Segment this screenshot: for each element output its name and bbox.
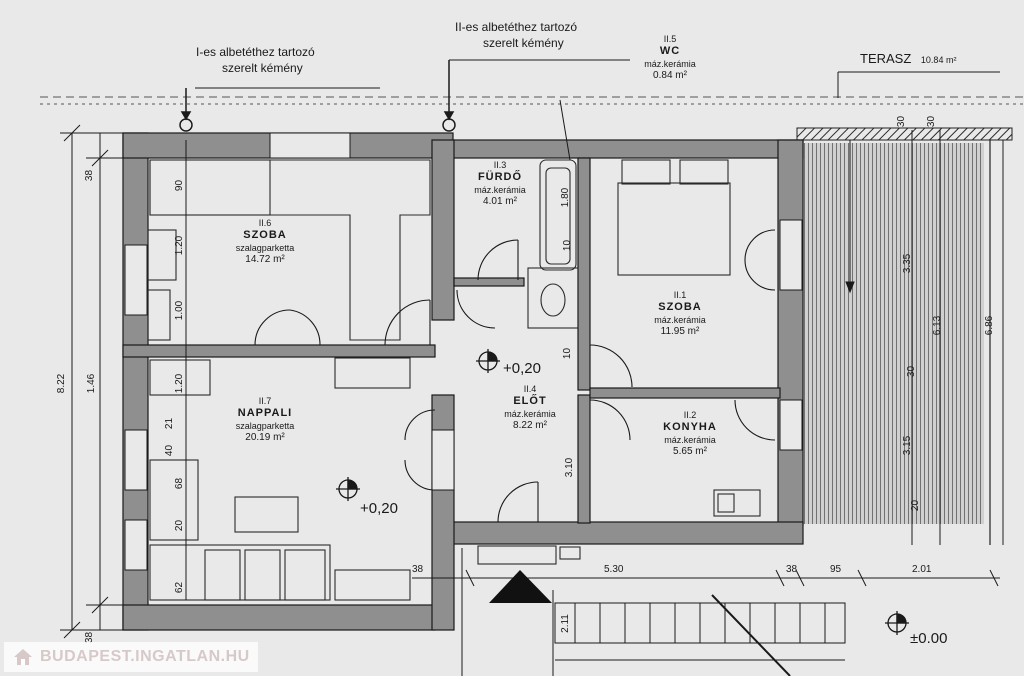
entrance-arrow <box>489 570 552 603</box>
dim-seg-21: 21 <box>164 417 176 430</box>
room-label-wc: II.5 WC máz.kerámia 0.84 m² <box>625 34 715 83</box>
chimneys <box>179 60 456 132</box>
dim-terrace-30a: 30 <box>896 115 908 128</box>
room-material: szalagparketta <box>235 243 295 253</box>
terrace-area: 10.84 m² <box>920 55 957 65</box>
watermark-text: BUDAPEST.INGATLAN.HU <box>40 648 250 665</box>
reference-lines <box>40 96 1024 105</box>
dim-bottom-201: 2.01 <box>912 564 932 575</box>
room-code: II.6 <box>258 218 272 228</box>
terrace-label: TERASZ 10.84 m² <box>860 50 956 68</box>
room-material: máz.kerámia <box>664 435 716 445</box>
dim-seg-100: 1.00 <box>174 300 186 321</box>
dim-bath-10: 10 <box>562 239 574 252</box>
room-name: NAPPALI <box>237 407 293 420</box>
room-area: 8.22 m² <box>513 420 547 432</box>
room-material: máz.kerámia <box>644 59 696 69</box>
room-code: II.4 <box>523 384 537 394</box>
doors <box>254 229 776 523</box>
room-area: 20.19 m² <box>245 432 285 444</box>
terrace-rail-top <box>796 127 1013 141</box>
windows <box>124 132 803 571</box>
dim-bottom-95: 95 <box>830 564 842 575</box>
dim-left-total: 8.22 <box>56 373 68 394</box>
room-name: KONYHA <box>663 421 717 434</box>
room-material: máz.kerámia <box>474 185 526 195</box>
room-code: II.7 <box>258 396 272 406</box>
room-area: 4.01 m² <box>483 196 517 208</box>
level-living: +0,20 <box>360 500 398 517</box>
room-area: 0.84 m² <box>653 70 687 82</box>
terrace-name: TERASZ <box>860 51 912 66</box>
walls <box>122 132 804 631</box>
chimney-1-line2: szerelt kémény <box>222 61 303 76</box>
furniture <box>147 159 761 601</box>
dim-terrace-20: 20 <box>910 499 922 512</box>
chimney-1-line1: I-es albetéthez tartozó <box>196 45 315 59</box>
dim-terrace-315: 3.15 <box>902 435 914 456</box>
room-label-furdo: II.3 FÜRDŐ máz.kerámia 4.01 m² <box>455 160 545 209</box>
dim-seg-120b: 1.20 <box>174 373 186 394</box>
dim-seg-62: 62 <box>174 581 186 594</box>
level-ground: ±0.00 <box>910 630 948 647</box>
chimney-2-line1: II-es albetéthez tartozó <box>455 20 578 34</box>
room-code: II.5 <box>663 34 677 44</box>
room-name: SZOBA <box>243 229 287 242</box>
staircase <box>461 548 846 676</box>
room-name: FÜRDŐ <box>477 171 523 184</box>
dim-hall-10: 10 <box>562 347 574 360</box>
room-label-szoba-ii1: II.1 SZOBA máz.kerámia 11.95 m² <box>630 290 730 339</box>
chimney-2-note: II-es albetéthez tartozó szerelt kémény <box>455 19 577 51</box>
dimension-lines <box>60 59 1000 639</box>
room-name: ELŐT <box>513 395 547 408</box>
chimney-1-note: I-es albetéthez tartozó szerelt kémény <box>196 44 315 76</box>
room-label-nappali: II.7 NAPPALI szalagparketta 20.19 m² <box>215 396 315 445</box>
house-icon <box>14 649 32 665</box>
dim-terrace-30c: 30 <box>906 365 918 378</box>
dim-terrace-335: 3.35 <box>902 253 914 274</box>
terrace-deck <box>802 143 984 524</box>
dim-bottom-38a: 38 <box>412 564 424 575</box>
room-material: szalagparketta <box>235 421 295 431</box>
room-code: II.2 <box>683 410 697 420</box>
dim-left-inner: 1.46 <box>86 373 98 394</box>
level-markers <box>336 349 909 635</box>
dim-seg-20: 20 <box>174 519 186 532</box>
room-area: 14.72 m² <box>245 254 285 266</box>
room-label-eloter: II.4 ELŐT máz.kerámia 8.22 m² <box>485 384 575 433</box>
dim-seg-90: 90 <box>174 179 186 192</box>
dim-bath-180: 1.80 <box>560 187 572 208</box>
dim-seg-68: 68 <box>174 477 186 490</box>
dim-hall-310: 3.10 <box>564 457 576 478</box>
dim-right-686: 6.86 <box>984 315 996 336</box>
dim-terrace-30b: 30 <box>926 115 938 128</box>
watermark: BUDAPEST.INGATLAN.HU <box>4 642 258 672</box>
room-material: máz.kerámia <box>654 315 706 325</box>
level-hall: +0,20 <box>503 360 541 377</box>
chimney-2-line2: szerelt kémény <box>483 36 564 51</box>
room-name: WC <box>659 45 681 58</box>
dim-bottom-38b: 38 <box>786 564 798 575</box>
dim-terrace-613: 6.13 <box>932 315 944 336</box>
room-name: SZOBA <box>658 301 702 314</box>
room-label-szoba-ii6: II.6 SZOBA szalagparketta 14.72 m² <box>215 218 315 267</box>
room-label-konyha: II.2 KONYHA máz.kerámia 5.65 m² <box>640 410 740 459</box>
dim-seg-40: 40 <box>164 444 176 457</box>
room-code: II.1 <box>673 290 687 300</box>
dim-left-top: 38 <box>84 169 96 182</box>
dim-stair-211: 2.11 <box>559 614 571 633</box>
dim-bottom-530: 5.30 <box>604 564 624 575</box>
room-area: 5.65 m² <box>673 446 707 458</box>
room-material: máz.kerámia <box>504 409 556 419</box>
room-code: II.3 <box>493 160 507 170</box>
dim-seg-120a: 1.20 <box>174 235 186 256</box>
room-area: 11.95 m² <box>660 326 700 338</box>
